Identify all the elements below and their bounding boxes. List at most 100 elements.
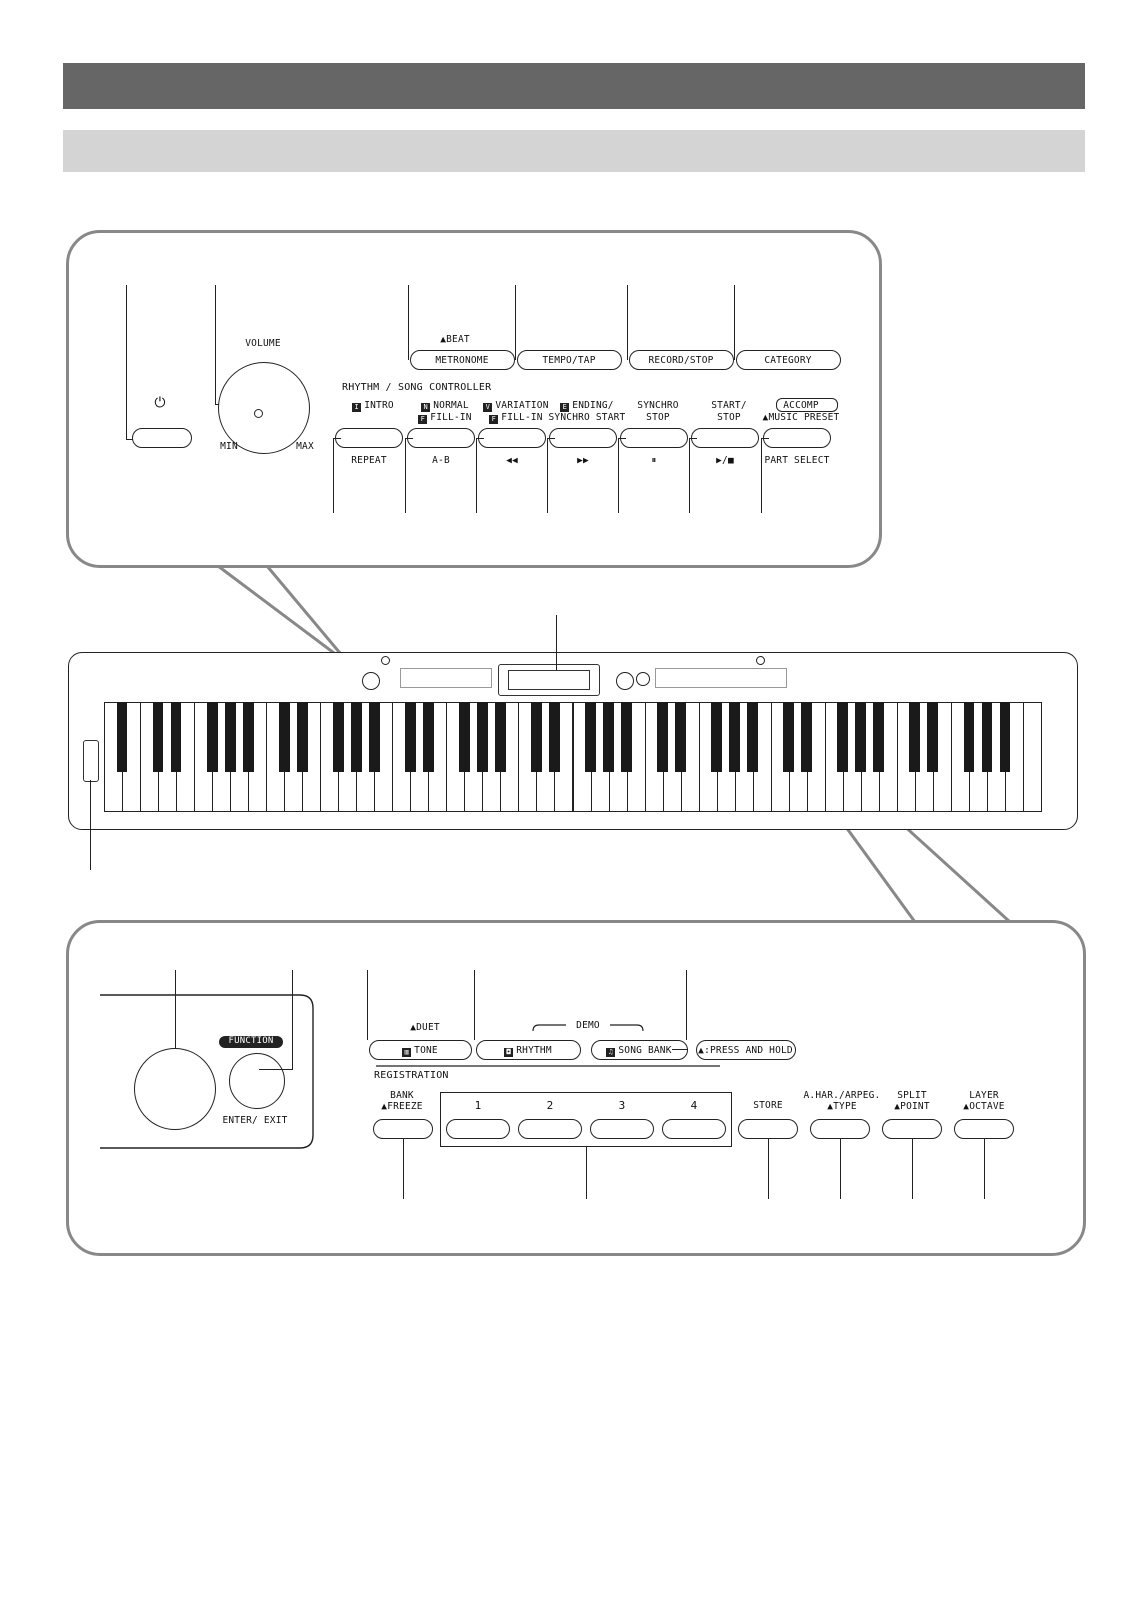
power-button[interactable] <box>132 428 192 448</box>
black-key[interactable] <box>729 702 741 772</box>
black-key[interactable] <box>873 702 885 772</box>
controller-label-sub-5: STOP <box>717 412 741 423</box>
black-key[interactable] <box>981 702 993 772</box>
black-key[interactable] <box>152 702 164 772</box>
tempo-tap-button[interactable]: TEMPO/TAP <box>517 350 622 370</box>
black-key[interactable] <box>368 702 380 772</box>
controller-label-bottom-0: REPEAT <box>351 455 387 466</box>
rhythm-button[interactable]: ◘RHYTHM <box>476 1040 581 1060</box>
controller-label-bottom-6: PART SELECT <box>764 455 830 466</box>
subsection-header-bar <box>63 130 1085 172</box>
registration-button-3[interactable] <box>662 1119 726 1139</box>
black-key[interactable] <box>476 702 488 772</box>
black-key[interactable] <box>242 702 254 772</box>
registration-button-2[interactable] <box>590 1119 654 1139</box>
leader-line <box>734 285 736 360</box>
layer-octave-button[interactable] <box>954 1119 1014 1139</box>
black-key[interactable] <box>549 702 560 772</box>
leader-line <box>333 438 335 513</box>
enter-button-small[interactable] <box>636 672 650 686</box>
split-point-button[interactable] <box>882 1119 942 1139</box>
leader-line <box>686 970 688 1040</box>
black-key[interactable] <box>422 702 434 772</box>
black-key[interactable] <box>278 702 290 772</box>
volume-knob[interactable] <box>218 362 310 454</box>
black-key[interactable] <box>909 702 921 772</box>
black-key[interactable] <box>927 702 939 772</box>
power-icon: ⏻ <box>154 395 166 411</box>
controller-label-bottom-4: ⏸ <box>651 455 657 466</box>
black-key[interactable] <box>603 702 614 772</box>
registration-button-0[interactable] <box>446 1119 510 1139</box>
bank-label: BANK <box>390 1090 414 1101</box>
category-button[interactable]: CATEGORY <box>736 350 841 370</box>
black-key[interactable] <box>675 702 686 772</box>
dial-knob[interactable] <box>134 1048 216 1130</box>
press-hold-icon: ▲ <box>410 1022 417 1033</box>
black-key[interactable] <box>170 702 182 772</box>
leader-line <box>408 285 410 360</box>
leader-line <box>333 438 341 440</box>
black-key[interactable] <box>855 702 867 772</box>
black-key[interactable] <box>801 702 813 772</box>
black-key[interactable] <box>585 702 596 772</box>
controller-label-top-5: START/ <box>711 400 747 411</box>
store-button[interactable] <box>738 1119 798 1139</box>
dial[interactable] <box>616 672 634 690</box>
controller-label-sub-4: STOP <box>646 412 670 423</box>
keyboard[interactable] <box>104 702 1042 812</box>
white-key[interactable] <box>1022 702 1042 812</box>
black-key[interactable] <box>458 702 470 772</box>
black-key[interactable] <box>837 702 849 772</box>
press-hold-icon: ▲ <box>440 334 447 345</box>
registration-number-label-0: 1 <box>474 1099 482 1112</box>
black-key[interactable] <box>350 702 362 772</box>
mark-icon: E <box>560 403 570 412</box>
mark-icon: N <box>421 403 431 412</box>
leader-line <box>627 285 629 360</box>
black-key[interactable] <box>657 702 668 772</box>
song-bank-button[interactable]: ♫SONG BANK <box>591 1040 688 1060</box>
black-key[interactable] <box>495 702 506 772</box>
black-key[interactable] <box>332 702 344 772</box>
black-key[interactable] <box>404 702 416 772</box>
black-key[interactable] <box>963 702 975 772</box>
beat-label: ▲BEAT <box>440 334 470 345</box>
volume-knob-small[interactable] <box>362 672 380 690</box>
black-key[interactable] <box>116 702 128 772</box>
rhythm-song-controller-title: RHYTHM / SONG CONTROLLER <box>342 382 492 393</box>
record-stop-label: RECORD/STOP <box>648 355 714 366</box>
record-stop-button[interactable]: RECORD/STOP <box>629 350 734 370</box>
enter-exit-button[interactable] <box>229 1053 285 1109</box>
registration-button-1[interactable] <box>518 1119 582 1139</box>
black-key[interactable] <box>531 702 542 772</box>
tone-label: ▥TONE <box>370 1045 470 1057</box>
leader-line <box>984 1139 986 1199</box>
black-key[interactable] <box>747 702 759 772</box>
rhythm-label: ◘RHYTHM <box>477 1045 579 1057</box>
black-key[interactable] <box>783 702 795 772</box>
black-key[interactable] <box>206 702 218 772</box>
demo-label: DEMO <box>566 1020 610 1031</box>
right-button-cluster <box>655 668 787 688</box>
black-key[interactable] <box>296 702 308 772</box>
controller-label-bottom-1: A-B <box>432 455 450 466</box>
metronome-button[interactable]: METRONOME <box>410 350 515 370</box>
leader-line <box>405 438 407 513</box>
leader-line <box>367 970 369 1040</box>
black-key[interactable] <box>999 702 1011 772</box>
bank-freeze-button[interactable] <box>373 1119 433 1139</box>
black-key[interactable] <box>711 702 723 772</box>
black-key[interactable] <box>621 702 632 772</box>
press-and-hold-legend: ▲:PRESS AND HOLD <box>696 1040 796 1060</box>
black-key[interactable] <box>224 702 236 772</box>
tone-button[interactable]: ▥TONE <box>369 1040 472 1060</box>
left-button-cluster <box>400 668 492 688</box>
arpeg-type-button[interactable] <box>810 1119 870 1139</box>
leader-line <box>689 438 697 440</box>
leader-line <box>912 1139 914 1199</box>
panel-hole <box>756 656 765 665</box>
